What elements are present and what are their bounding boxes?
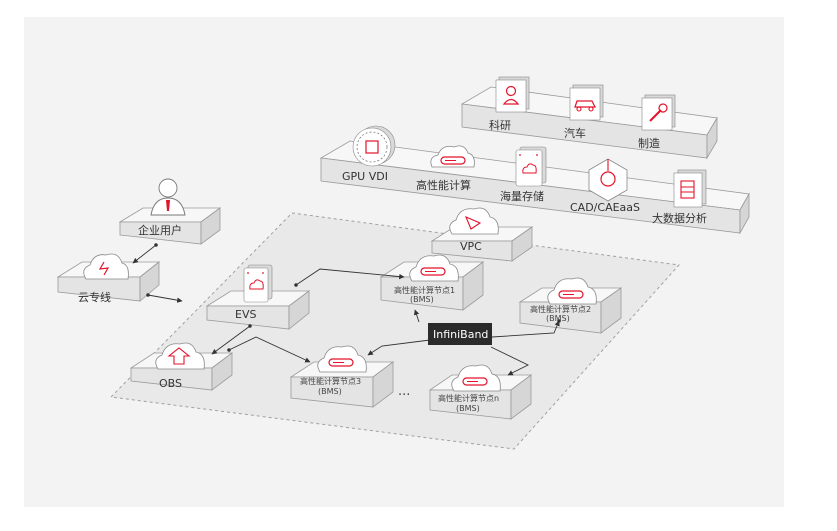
infiniband-badge: InfiniBand <box>428 323 492 345</box>
hpc-node-n-bms: (BMS) <box>456 404 480 413</box>
evs-to-node1-arrow <box>295 268 405 286</box>
user-icon <box>150 178 186 216</box>
hpc-node-1-bms: (BMS) <box>410 295 434 304</box>
hpc-cloud-icon <box>430 145 475 168</box>
app-bigdata-label: 大数据分析 <box>652 211 707 225</box>
architecture-diagram: 科研 汽车 制造 GPU VDI 高性能计算 海量存储 <box>56 76 750 450</box>
hpc-node-3-label: 高性能计算节点3 <box>300 376 361 386</box>
storage-icon <box>515 146 547 187</box>
wrench-icon <box>641 94 676 131</box>
hpc-node-2-label: 高性能计算节点2 <box>530 304 591 314</box>
app-cad-label: CAD/CAEaaS <box>570 201 640 214</box>
app-hpc-label: 高性能计算 <box>416 178 471 192</box>
diagram-canvas: 科研 汽车 制造 GPU VDI 高性能计算 海量存储 <box>24 17 784 507</box>
app-storage-label: 海量存储 <box>500 189 544 203</box>
infiniband-label: InfiniBand <box>433 328 488 341</box>
hpc-node-1-label: 高性能计算节点1 <box>394 285 455 295</box>
research-icon <box>495 76 530 113</box>
hpc-node-2-cloud-icon <box>547 277 597 305</box>
direct-connect-cloud-icon <box>83 253 129 280</box>
gpu-vdi-icon <box>352 125 396 167</box>
evs-storage-icon <box>243 264 273 303</box>
obs-label: OBS <box>159 377 182 390</box>
hpc-node-3-bms: (BMS) <box>318 387 342 396</box>
industry-auto-label: 汽车 <box>564 126 586 140</box>
user-to-direct-connect-arrow <box>132 244 157 264</box>
hpc-node-1-cloud-icon <box>409 254 459 282</box>
connectors <box>132 243 561 376</box>
evs-to-node3-arrow <box>228 336 311 363</box>
evs-to-obs-arrow <box>211 325 251 355</box>
direct-connect-label: 云专线 <box>78 290 111 304</box>
industry-research-label: 科研 <box>489 118 511 132</box>
app-gpu-vdi-label: GPU VDI <box>342 170 388 183</box>
direct-connect-to-platform-arrow <box>147 294 183 303</box>
direct-connect-tile <box>56 261 161 302</box>
more-nodes-ellipsis: ... <box>398 384 410 399</box>
evs-label: EVS <box>235 308 256 321</box>
industry-manufacturing-label: 制造 <box>638 136 660 150</box>
car-icon <box>569 84 604 121</box>
hpc-node-n-label: 高性能计算节点n <box>438 393 499 403</box>
hpc-node-3-tile <box>289 361 395 408</box>
obs-cloud-icon <box>155 342 205 370</box>
ib-to-noden-arrow <box>490 346 530 376</box>
enterprise-user-label: 企业用户 <box>138 223 182 237</box>
ib-to-node3-arrow <box>367 339 431 356</box>
vpc-cloud-icon <box>449 207 499 235</box>
ib-to-node2-arrow <box>491 320 560 338</box>
enterprise-user-tile <box>118 207 222 245</box>
cad-icon <box>588 158 628 202</box>
hpc-node-2-bms: (BMS) <box>546 314 570 323</box>
hpc-node-n-cloud-icon <box>451 364 501 392</box>
ib-to-node1-arrow <box>413 309 420 323</box>
bigdata-icon <box>673 169 707 208</box>
hpc-node-3-cloud-icon <box>317 345 367 373</box>
vpc-label: VPC <box>460 240 482 253</box>
